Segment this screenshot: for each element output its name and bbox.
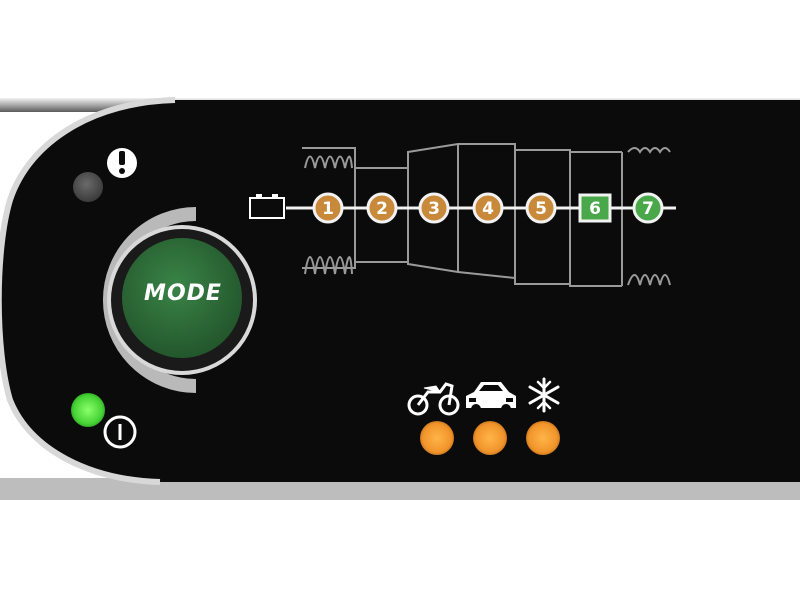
step-4-marker: [472, 192, 504, 224]
step-6-label: 6: [589, 199, 601, 219]
step-3: 3: [418, 192, 450, 224]
car-icon: [466, 382, 516, 414]
step-4-label: 4: [482, 199, 494, 219]
step-6-marker: [578, 193, 612, 223]
mode-led-snowflake: [526, 421, 560, 455]
steps-layer: 1 2 3 4 5 6 7: [312, 192, 664, 224]
step-6: 6: [578, 193, 612, 223]
step-7: 7: [632, 192, 664, 224]
step-2-label: 2: [376, 199, 388, 219]
step-5-marker: [525, 192, 557, 224]
motorcycle-icon: [407, 382, 460, 416]
mode-button[interactable]: [122, 238, 242, 358]
error-led: [73, 172, 103, 202]
step-7-label: 7: [642, 199, 654, 219]
step-3-label: 3: [428, 199, 440, 219]
bezel-bottom: [0, 478, 800, 500]
mode-led-motorcycle: [420, 421, 454, 455]
mode-led-car: [473, 421, 507, 455]
step-5-label: 5: [535, 199, 547, 219]
step-3-marker: [418, 192, 450, 224]
panel-edge: [0, 97, 176, 485]
step-1-label: 1: [322, 199, 334, 219]
power-icon: [103, 415, 137, 449]
step-2-marker: [366, 192, 398, 224]
snowflake-icon: [528, 377, 560, 413]
exclamation-circle-icon: [107, 148, 137, 178]
step-1-marker: [312, 192, 344, 224]
battery-icon: [249, 194, 285, 219]
step-1: 1: [312, 192, 344, 224]
step-4: 4: [472, 192, 504, 224]
power-led: [71, 393, 105, 427]
step-7-marker: [632, 192, 664, 224]
step-5: 5: [525, 192, 557, 224]
step-2: 2: [366, 192, 398, 224]
